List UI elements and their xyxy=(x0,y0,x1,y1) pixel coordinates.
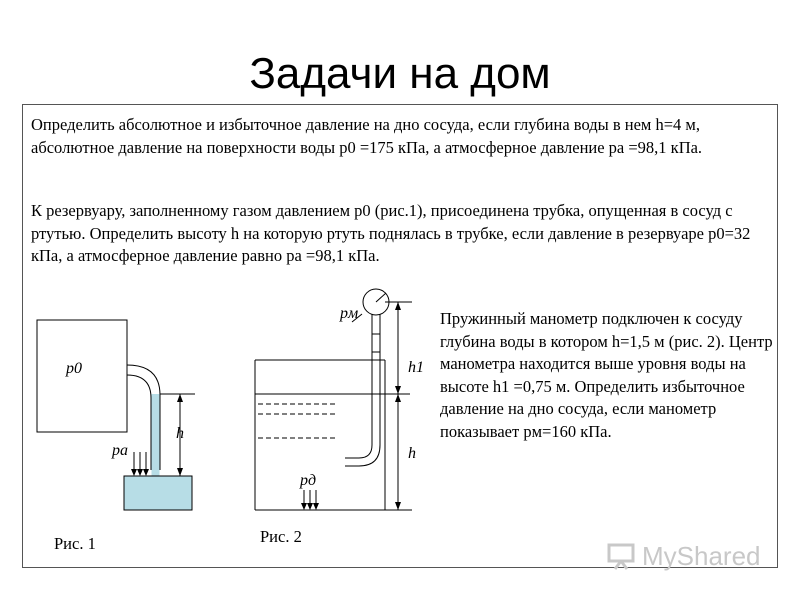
gas-reservoir xyxy=(36,319,128,433)
watermark-text: MyShared xyxy=(642,540,761,571)
figure-2-label-pd: pд xyxy=(299,472,316,489)
figure-1: p0 h pa xyxy=(36,319,195,511)
figure-2-label-h: h xyxy=(408,445,416,462)
figure-1-caption: Рис. 1 xyxy=(54,534,96,553)
figure-2-caption: Рис. 2 xyxy=(260,527,302,546)
mercury-vessel xyxy=(123,475,193,511)
figure-2-label-h1: h1 xyxy=(408,359,424,376)
content-frame xyxy=(22,104,778,568)
figure-1-label-h: h xyxy=(176,425,184,442)
problem-2-text: К резервуару, заполненному газом давлени… xyxy=(31,201,751,265)
figure-2-label-pm: pм xyxy=(339,305,358,322)
presentation-icon xyxy=(607,543,635,570)
watermark: MyShared xyxy=(606,540,761,572)
mercury-column xyxy=(151,394,160,476)
figure-1-label-p0: p0 xyxy=(65,360,82,377)
problem-1-text: Определить абсолютное и избыточное давле… xyxy=(31,115,703,157)
figure-2: pм h1 h pд xyxy=(254,288,424,511)
slide-title: Задачи на дом xyxy=(249,49,551,98)
problem-3-text: Пружинный манометр подключен к сосуду гл… xyxy=(440,309,773,441)
figure-1-label-pa: pa xyxy=(111,442,128,459)
